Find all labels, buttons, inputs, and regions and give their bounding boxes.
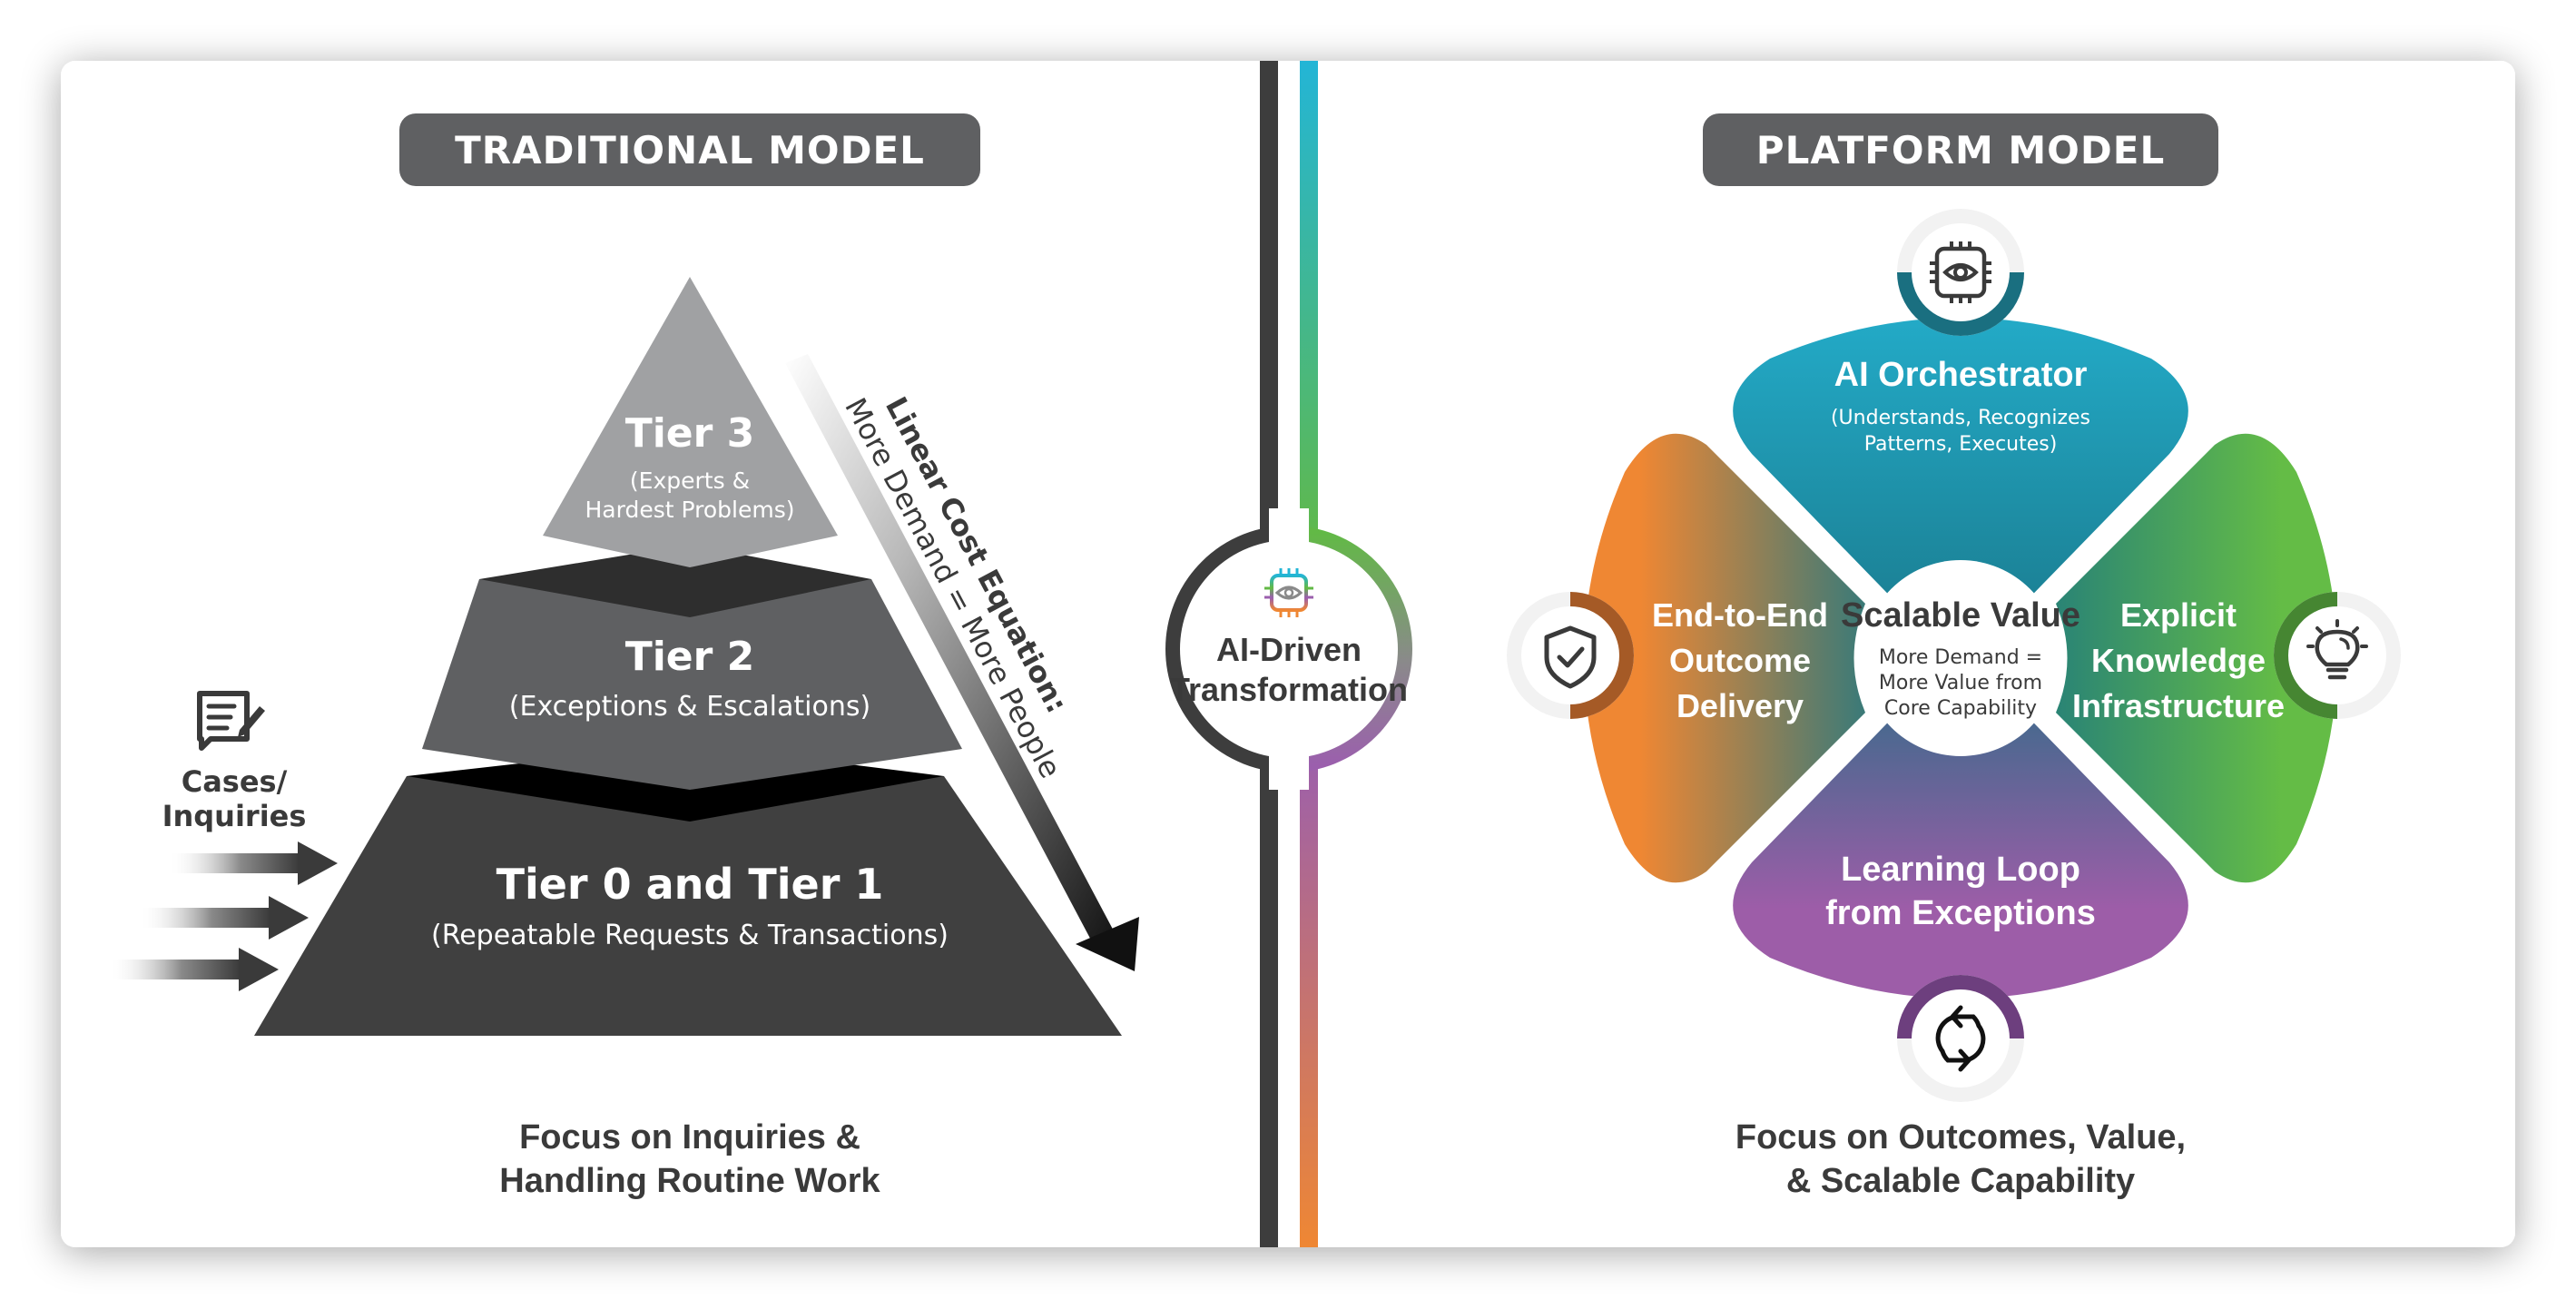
segment-learning-loop bbox=[1733, 699, 2188, 999]
ai-orchestrator-badge bbox=[1897, 209, 2024, 336]
center-line1: More Demand = bbox=[1879, 646, 2042, 669]
tier-2-block bbox=[422, 579, 962, 790]
knowledge-line1: Explicit bbox=[2120, 596, 2237, 634]
traditional-footer-line2: Handling Routine Work bbox=[499, 1162, 880, 1200]
learning-loop-badge bbox=[1897, 975, 2024, 1102]
end-to-end-line2: Outcome bbox=[1669, 642, 1811, 679]
learning-loop-line2: from Exceptions bbox=[1825, 894, 2096, 932]
knowledge-badge bbox=[2274, 592, 2401, 719]
platform-footer-line2: & Scalable Capability bbox=[1786, 1162, 2135, 1200]
tier-0-1-title: Tier 0 and Tier 1 bbox=[497, 860, 884, 909]
transformation-label-line2: Transformation bbox=[1170, 671, 1408, 708]
learning-loop-line1: Learning Loop bbox=[1841, 851, 2080, 889]
center-scalable-value bbox=[1863, 560, 2059, 756]
knowledge-line3: Infrastructure bbox=[2072, 687, 2285, 724]
tier-2-top-face bbox=[479, 545, 871, 617]
cost-arrow-head bbox=[1076, 917, 1139, 971]
tier-0-1-subtitle: (Repeatable Requests & Transactions) bbox=[431, 920, 949, 951]
transformation-badge bbox=[1173, 533, 1405, 765]
tier-3-title: Tier 3 bbox=[625, 410, 755, 457]
segment-end-to-end bbox=[1584, 433, 1865, 883]
incoming-arrow-1 bbox=[168, 842, 338, 885]
tier-2-title: Tier 2 bbox=[625, 634, 755, 680]
tier-3-subtitle-line2: Hardest Problems) bbox=[585, 497, 795, 523]
tier-2-subtitle: (Exceptions & Escalations) bbox=[509, 691, 870, 723]
end-to-end-badge bbox=[1507, 592, 1634, 719]
knowledge-line2: Knowledge bbox=[2091, 642, 2266, 679]
linear-cost-arrow bbox=[785, 354, 1139, 971]
refresh-cycle-icon bbox=[1935, 1005, 1986, 1072]
lightbulb-icon bbox=[2306, 619, 2368, 680]
traditional-footer-line1: Focus on Inquiries & bbox=[519, 1118, 860, 1156]
traditional-model-title: TRADITIONAL MODEL bbox=[455, 128, 925, 172]
traditional-model-header bbox=[399, 113, 980, 186]
pyramid bbox=[254, 277, 1122, 1036]
end-to-end-line1: End-to-End bbox=[1652, 596, 1828, 634]
platform-model-panel: PLATFORM MODEL Scalable Value More Deman… bbox=[1507, 113, 2401, 1200]
end-to-end-line3: Delivery bbox=[1676, 687, 1804, 724]
incoming-arrows bbox=[109, 842, 338, 991]
shield-check-icon bbox=[1544, 625, 1597, 689]
ai-orchestrator-sub2: Patterns, Executes) bbox=[1864, 433, 2058, 456]
transformation-label-line1: AI-Driven bbox=[1216, 631, 1362, 668]
ai-chip-eye-icon bbox=[1264, 568, 1313, 617]
segment-knowledge-infrastructure bbox=[2056, 433, 2337, 883]
platform-footer-line1: Focus on Outcomes, Value, bbox=[1735, 1118, 2186, 1156]
platform-model-title: PLATFORM MODEL bbox=[1756, 128, 2165, 172]
divider-line-dark-top bbox=[1260, 61, 1278, 533]
center-divider: AI-Driven Transformation bbox=[1165, 61, 1412, 1247]
platform-model-header bbox=[1703, 113, 2218, 186]
segment-ai-orchestrator bbox=[1733, 318, 2188, 617]
center-line2: More Value from bbox=[1879, 672, 2042, 694]
incoming-arrow-2 bbox=[139, 896, 309, 940]
cases-label-line2: Inquiries bbox=[162, 799, 307, 833]
center-line3: Core Capability bbox=[1884, 697, 2037, 720]
cases-label-line1: Cases/ bbox=[182, 764, 288, 799]
tier-0-1-block bbox=[254, 776, 1122, 1036]
tier-3-block bbox=[543, 277, 838, 567]
incoming-arrow-3 bbox=[109, 948, 279, 991]
platform-flower bbox=[1584, 318, 2337, 999]
ai-orchestrator-title: AI Orchestrator bbox=[1834, 356, 2088, 394]
divider-line-dark-bottom bbox=[1260, 763, 1278, 1247]
tier-3-subtitle-line1: (Experts & bbox=[630, 468, 750, 494]
center-title: Scalable Value bbox=[1841, 596, 2080, 635]
document-edit-icon bbox=[197, 691, 265, 751]
ai-chip-eye-icon bbox=[1930, 241, 1991, 303]
ai-orchestrator-sub1: (Understands, Recognizes bbox=[1831, 407, 2090, 429]
